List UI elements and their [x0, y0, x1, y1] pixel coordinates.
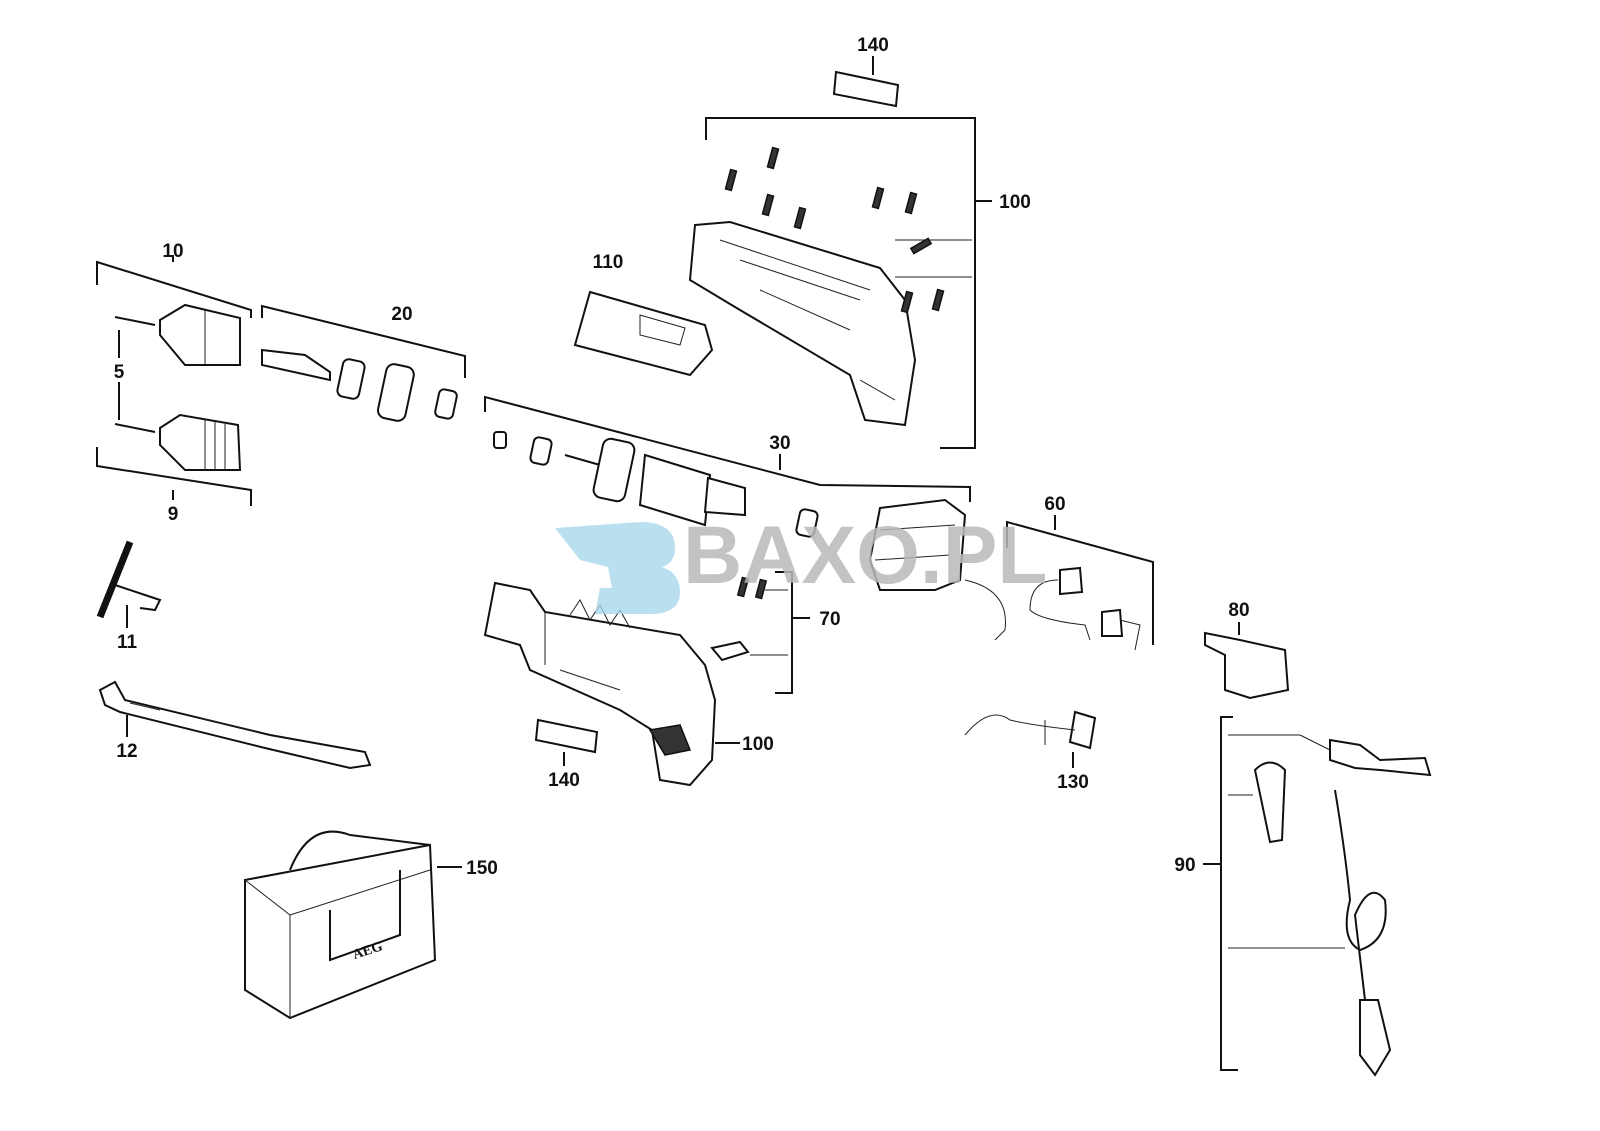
part-cord-guard-130 [964, 710, 1097, 750]
label-20: 20 [391, 304, 412, 325]
part-armature-30 [493, 431, 819, 538]
label-140-bottom: 140 [548, 770, 580, 791]
part-stator [868, 498, 1006, 641]
part-switch-80 [1204, 631, 1290, 700]
label-100-bottom: 100 [742, 734, 774, 755]
brackets [96, 56, 1345, 1071]
part-carry-bag-150: AEG [244, 830, 437, 1020]
label-100-top: 100 [999, 192, 1031, 213]
part-chuck-10 [114, 303, 241, 366]
label-70: 70 [819, 609, 840, 630]
watermark: BAXO.PL [555, 510, 1047, 614]
part-cover-110 [573, 290, 714, 377]
watermark-text: BAXO.PL [683, 510, 1047, 601]
part-labels: 140 100 110 10 20 5 9 30 60 11 70 80 12 … [114, 35, 1250, 879]
part-spindle-gears-20 [261, 348, 458, 422]
label-12: 12 [116, 741, 137, 762]
label-60: 60 [1044, 494, 1065, 515]
label-9: 9 [168, 504, 179, 525]
part-housing-half-100-bottom [483, 581, 717, 787]
label-11: 11 [117, 632, 138, 653]
part-housing-half-100-top [688, 220, 917, 427]
label-90: 90 [1174, 855, 1195, 876]
label-140-top: 140 [857, 35, 889, 56]
part-chuck-key-11 [96, 540, 162, 619]
label-30: 30 [769, 433, 790, 454]
part-label-plate-140-top [832, 70, 900, 108]
part-cord-set-90 [1253, 738, 1432, 1077]
watermark-drill-logo-icon [555, 522, 680, 614]
screws [724, 146, 945, 600]
label-110: 110 [593, 252, 624, 273]
label-5: 5 [114, 362, 125, 383]
label-150: 150 [466, 858, 498, 879]
part-chuck-9 [114, 413, 242, 471]
label-80: 80 [1228, 600, 1249, 621]
label-10: 10 [162, 241, 183, 262]
label-130: 130 [1057, 772, 1089, 793]
part-depth-gauge-12 [98, 680, 372, 770]
part-label-plate-140-bottom [534, 718, 599, 754]
part-switch-parts-70 [710, 640, 750, 662]
part-brush-holders-60 [1029, 566, 1141, 651]
